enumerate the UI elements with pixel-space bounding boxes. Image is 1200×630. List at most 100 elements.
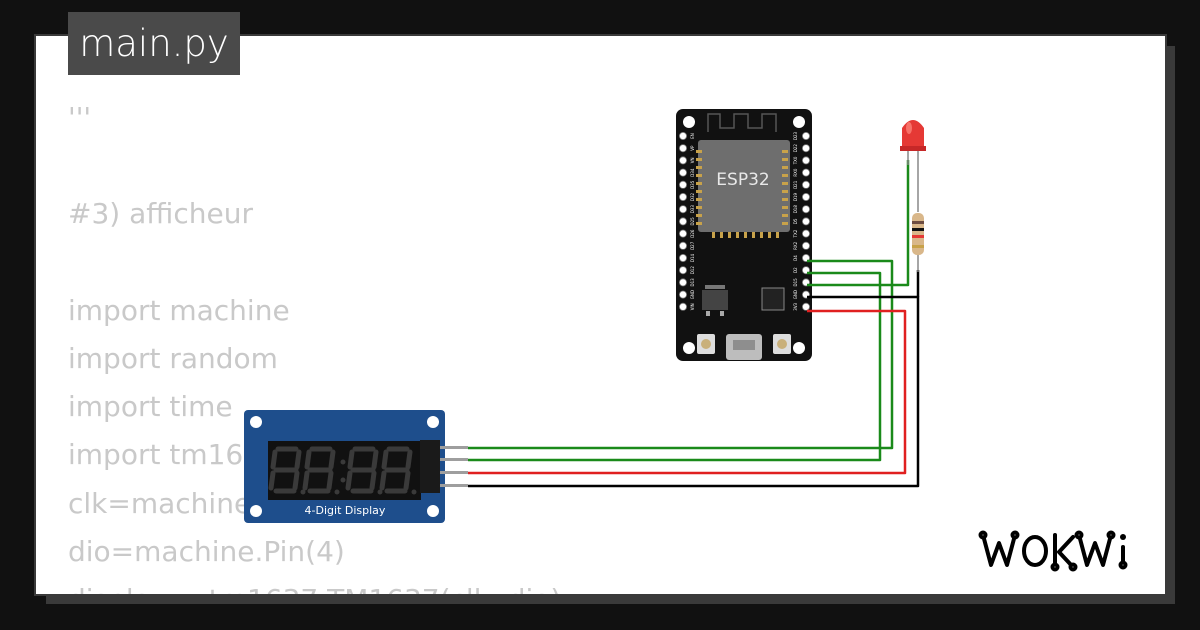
esp32-pin-label: GND xyxy=(690,290,695,299)
esp32-pin-d13[interactable] xyxy=(679,278,688,287)
code-editor: ''' #3) afficheur import machine import … xyxy=(68,94,561,594)
code-line: import random xyxy=(68,341,278,375)
esp32-pin-label: RX2 xyxy=(793,241,798,250)
esp32-pin-d23[interactable] xyxy=(802,131,811,140)
digit-segment xyxy=(405,449,413,470)
code-line: import time xyxy=(68,390,233,424)
esp32-pin-d35[interactable] xyxy=(679,180,688,189)
esp32-pin-d14[interactable] xyxy=(679,253,688,262)
colon-dot xyxy=(340,477,346,483)
esp32-pin-rx0[interactable] xyxy=(802,168,811,177)
esp32-pin-3v3[interactable] xyxy=(802,302,811,311)
esp32-pin-d18[interactable] xyxy=(802,205,811,214)
tm1637-display[interactable]: 4-Digit Display xyxy=(244,410,468,523)
esp32-pin-label: VIN xyxy=(690,303,695,310)
digit-segment xyxy=(268,470,276,491)
red-led[interactable] xyxy=(900,120,926,212)
decimal-point xyxy=(334,489,340,495)
digit-segment xyxy=(328,449,336,470)
wire-3v3 xyxy=(468,309,907,475)
esp32-pin-label: GND xyxy=(793,290,798,299)
file-tab[interactable]: main.py xyxy=(68,12,240,75)
esp32-pin-d26[interactable] xyxy=(679,229,688,238)
esp32-pin-label: D4 xyxy=(793,255,798,261)
code-line: import tm1637 xyxy=(68,438,279,472)
digit-segment xyxy=(379,470,387,491)
digit-segment xyxy=(371,449,379,470)
digit-segment xyxy=(403,470,411,491)
digit-segment xyxy=(304,449,312,470)
esp32-pin-rx2[interactable] xyxy=(802,241,811,250)
code-line: #3) afficheur xyxy=(68,197,253,231)
esp32-pin-d12[interactable] xyxy=(679,266,688,275)
esp32-pin-label: VN xyxy=(690,158,695,164)
esp32-pin-tx2[interactable] xyxy=(802,229,811,238)
esp32-pin-label: D12 xyxy=(690,266,695,275)
digit-segment xyxy=(294,449,302,470)
esp32-pin-label: D5 xyxy=(793,218,798,224)
esp32-pin-label: D25 xyxy=(690,217,695,226)
esp32-pin-d21[interactable] xyxy=(802,180,811,189)
esp32-pin-label: D15 xyxy=(793,278,798,287)
wire-dio xyxy=(468,271,882,462)
digit-segment xyxy=(326,470,334,491)
esp32-pin-d33[interactable] xyxy=(679,205,688,214)
colon-dot xyxy=(340,459,346,465)
digit-segment xyxy=(302,470,310,491)
esp32-pin-d27[interactable] xyxy=(679,241,688,250)
esp32-pin-label: D14 xyxy=(690,253,695,262)
esp32-pin-label: D32 xyxy=(690,192,695,201)
esp32-pin-en[interactable] xyxy=(679,131,688,140)
code-line: dio=machine.Pin(4) xyxy=(68,534,345,568)
wire-clk xyxy=(468,259,894,450)
decimal-point xyxy=(377,489,383,495)
esp32-pin-d34[interactable] xyxy=(679,168,688,177)
decimal-point xyxy=(411,489,417,495)
esp32-board[interactable]: ESP32 ENVPVND34D35D32D33D25D26D27D14D12D… xyxy=(676,109,812,361)
digit-segment xyxy=(347,449,355,470)
esp32-pin-label: D22 xyxy=(793,144,798,153)
esp32-pin-label: VP xyxy=(690,145,695,151)
esp32-pin-label: RX0 xyxy=(793,168,798,177)
code-line: import machine xyxy=(68,293,290,327)
esp32-pin-label: D23 xyxy=(793,131,798,140)
esp32-pin-label: D13 xyxy=(690,278,695,287)
esp32-pin-vp[interactable] xyxy=(679,144,688,153)
esp32-pin-vn[interactable] xyxy=(679,156,688,165)
esp32-pin-label: D27 xyxy=(690,241,695,250)
code-line: display = tm1637.TM1637(clk, dio) xyxy=(68,576,561,594)
esp32-pin-d19[interactable] xyxy=(802,192,811,201)
digit-segment xyxy=(345,470,353,491)
esp32-pin-d32[interactable] xyxy=(679,192,688,201)
esp32-pin-label: D18 xyxy=(793,205,798,214)
wire-gnd xyxy=(468,295,920,488)
esp32-pin-vin[interactable] xyxy=(679,302,688,311)
esp32-pin-label: TX0 xyxy=(793,156,798,165)
esp32-pin-label: TX2 xyxy=(793,229,798,238)
esp32-pin-label: EN xyxy=(690,133,695,139)
esp32-pin-label: D34 xyxy=(690,168,695,177)
esp32-pin-label: D19 xyxy=(793,192,798,201)
esp32-pin-d5[interactable] xyxy=(802,217,811,226)
wires xyxy=(468,160,920,488)
esp32-pin-d25[interactable] xyxy=(679,217,688,226)
digit-segment xyxy=(369,470,377,491)
esp32-pin-gnd[interactable] xyxy=(679,290,688,299)
esp32-pin-label: D26 xyxy=(690,229,695,238)
esp32-pin-label: D33 xyxy=(690,205,695,214)
preview-card: ''' #3) afficheur import machine import … xyxy=(34,34,1167,596)
esp32-pin-label: D2 xyxy=(793,267,798,273)
display-label: 4-Digit Display xyxy=(305,504,386,517)
esp32-pin-label: D35 xyxy=(690,180,695,189)
esp32-label: ESP32 xyxy=(716,170,769,190)
esp32-pin-label: 3V3 xyxy=(793,302,798,310)
esp32-pin-d22[interactable] xyxy=(802,144,811,153)
code-line: ''' xyxy=(68,101,92,134)
resistor[interactable] xyxy=(912,213,924,272)
wokwi-logo xyxy=(978,530,1128,572)
esp32-pin-tx0[interactable] xyxy=(802,156,811,165)
decimal-point xyxy=(300,489,306,495)
wire-led xyxy=(807,160,910,287)
digit-segment xyxy=(381,449,389,470)
